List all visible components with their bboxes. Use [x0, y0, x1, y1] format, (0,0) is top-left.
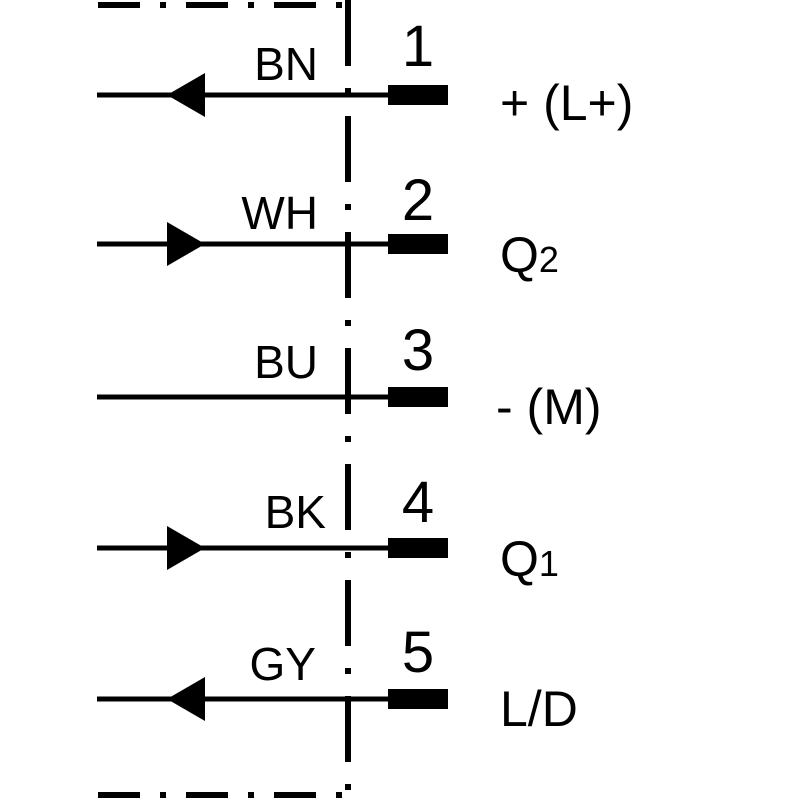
pin-row-1: BN 1 + (L+) — [97, 14, 633, 131]
signal-subscript: 2 — [539, 239, 559, 280]
pin-number: 1 — [402, 14, 434, 79]
arrow-right-icon — [167, 526, 205, 570]
connector-pin — [388, 538, 448, 558]
pin-row-5: GY 5 L/D — [97, 620, 578, 737]
signal-label: + (L+) — [500, 75, 633, 131]
wire-color-label: GY — [250, 638, 316, 690]
connector-pin — [388, 85, 448, 105]
wire-color-label: BN — [254, 38, 318, 90]
signal-label: L/D — [500, 681, 578, 737]
device-boundary — [98, 0, 351, 800]
signal-main-text: Q — [500, 531, 539, 587]
pin-row-2: WH 2 Q2 — [97, 168, 559, 283]
signal-main-text: Q — [500, 227, 539, 283]
wire-color-label: BU — [254, 336, 318, 388]
signal-label: Q2 — [500, 227, 559, 283]
pin-row-3: BU 3 - (M) — [97, 318, 602, 435]
arrow-left-icon — [167, 677, 205, 721]
wire-color-label: WH — [241, 187, 318, 239]
pin-row-4: BK 4 Q1 — [97, 470, 559, 587]
connector-pin — [388, 387, 448, 407]
connector-pin — [388, 689, 448, 709]
pin-number: 4 — [402, 470, 434, 535]
wire-color-label: BK — [265, 486, 327, 538]
pin-number: 2 — [402, 168, 434, 233]
arrow-left-icon — [167, 73, 205, 117]
signal-label: - (M) — [496, 379, 602, 435]
arrow-right-icon — [167, 222, 205, 266]
connector-pin — [388, 234, 448, 254]
signal-label: Q1 — [500, 531, 559, 587]
signal-subscript: 1 — [539, 543, 559, 584]
pin-number: 3 — [402, 318, 434, 383]
pin-number: 5 — [402, 620, 434, 685]
